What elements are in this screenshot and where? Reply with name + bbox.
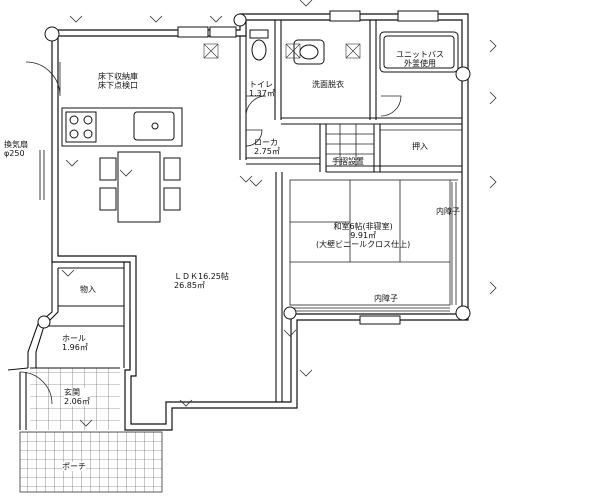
underfloor-line2: 床下点検口 [98,81,138,90]
washitsu-line1: 和室6帖(非寝室) [333,222,393,231]
stairs [325,123,375,167]
entrance-name: 玄関 [64,388,80,397]
vent-label: 換気扇 φ250 [4,140,28,158]
corridor-area: 2.75㎡ [254,147,280,156]
washroom-label: 洗面脱衣 [312,80,344,89]
bath-line2: 外釜使用 [404,59,436,68]
bath-line1: ユニットバス [396,50,444,59]
bathtub [379,31,459,73]
corridor-label: ローカ 2.75㎡ [254,138,280,156]
washitsu-line2: 9.91㎡ [350,231,377,240]
toilet-fixture [249,29,269,61]
column-markers [37,13,471,329]
uchishoji-right-label: 内障子 [436,207,460,216]
toilet-area: 1.37㎡ [249,89,275,98]
hall-area: 1.96㎡ [62,343,88,352]
ldk-label: ＬＤＫ16.25帖 26.85㎡ [174,272,229,290]
vent-line1: 換気扇 [4,140,28,149]
washbasin [293,39,325,65]
washitsu-line3: (大壁ビニールクロス仕上) [316,240,411,249]
entrance-label: 玄関 2.06㎡ [64,388,90,406]
vent-line2: φ250 [4,149,25,158]
porch-floor [19,431,163,493]
porch-label: ポーチ [62,462,86,471]
washitsu-tatami [289,179,458,312]
vent-fan [39,150,45,200]
hall-label: ホール 1.96㎡ [62,334,88,352]
kitchen-counter [61,107,183,147]
closet-label: 押入 [412,142,428,151]
doors [19,61,402,405]
uchishoji-bottom-label: 内障子 [374,294,398,303]
hall-name: ホール [62,334,86,343]
corridor-name: ローカ [254,138,278,147]
toilet-name: トイレ [249,80,273,89]
dining-table [99,151,181,223]
underfloor-label: 床下収納庫 床下点検口 [98,72,138,90]
windows [177,10,439,325]
storage-label: 物入 [80,285,96,294]
ticks [61,0,497,427]
ldk-name: ＬＤＫ16.25帖 [174,272,229,281]
washitsu-label: 和室6帖(非寝室) 9.91㎡ (大壁ビニールクロス仕上) [316,222,410,249]
ldk-area: 26.85㎡ [174,281,205,290]
underfloor-line1: 床下収納庫 [98,72,138,81]
toilet-label: トイレ 1.37㎡ [249,80,275,98]
bath-label: ユニットバス 外釜使用 [396,50,444,68]
entrance-area: 2.06㎡ [64,397,90,406]
handrail-label: 手摺設置 [332,157,364,166]
